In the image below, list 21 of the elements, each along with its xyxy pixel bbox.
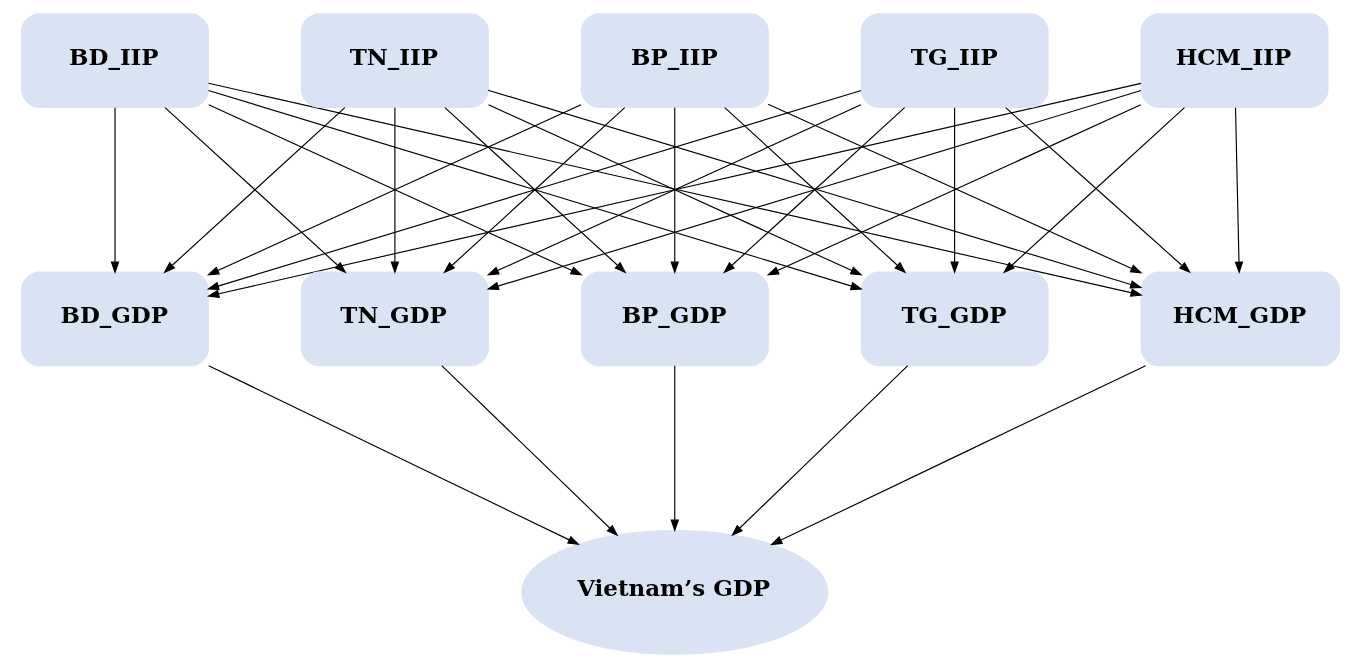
arrow [390, 107, 400, 274]
arrow [670, 365, 680, 532]
arrow [1234, 107, 1244, 274]
arrow [110, 107, 120, 274]
arrow [670, 107, 680, 274]
node-box: TN_IIP [300, 13, 489, 108]
node-box: TN_GDP [300, 271, 489, 367]
arrow [441, 365, 619, 537]
node-box: BD_IIP [21, 13, 210, 108]
node-box: TG_IIP [860, 13, 1049, 108]
node-box: TG_GDP [860, 271, 1049, 367]
arrow [731, 365, 909, 537]
node-ellipse: Vietnam’s GDP [521, 529, 829, 655]
node-box: BP_IIP [580, 13, 769, 108]
node-box: HCM_GDP [1140, 271, 1340, 367]
arrow [208, 365, 580, 546]
node-box: BD_GDP [21, 271, 210, 367]
node-box: HCM_IIP [1140, 13, 1329, 108]
arrow [950, 107, 959, 274]
node-box: BP_GDP [580, 271, 769, 367]
arrow [770, 365, 1147, 546]
